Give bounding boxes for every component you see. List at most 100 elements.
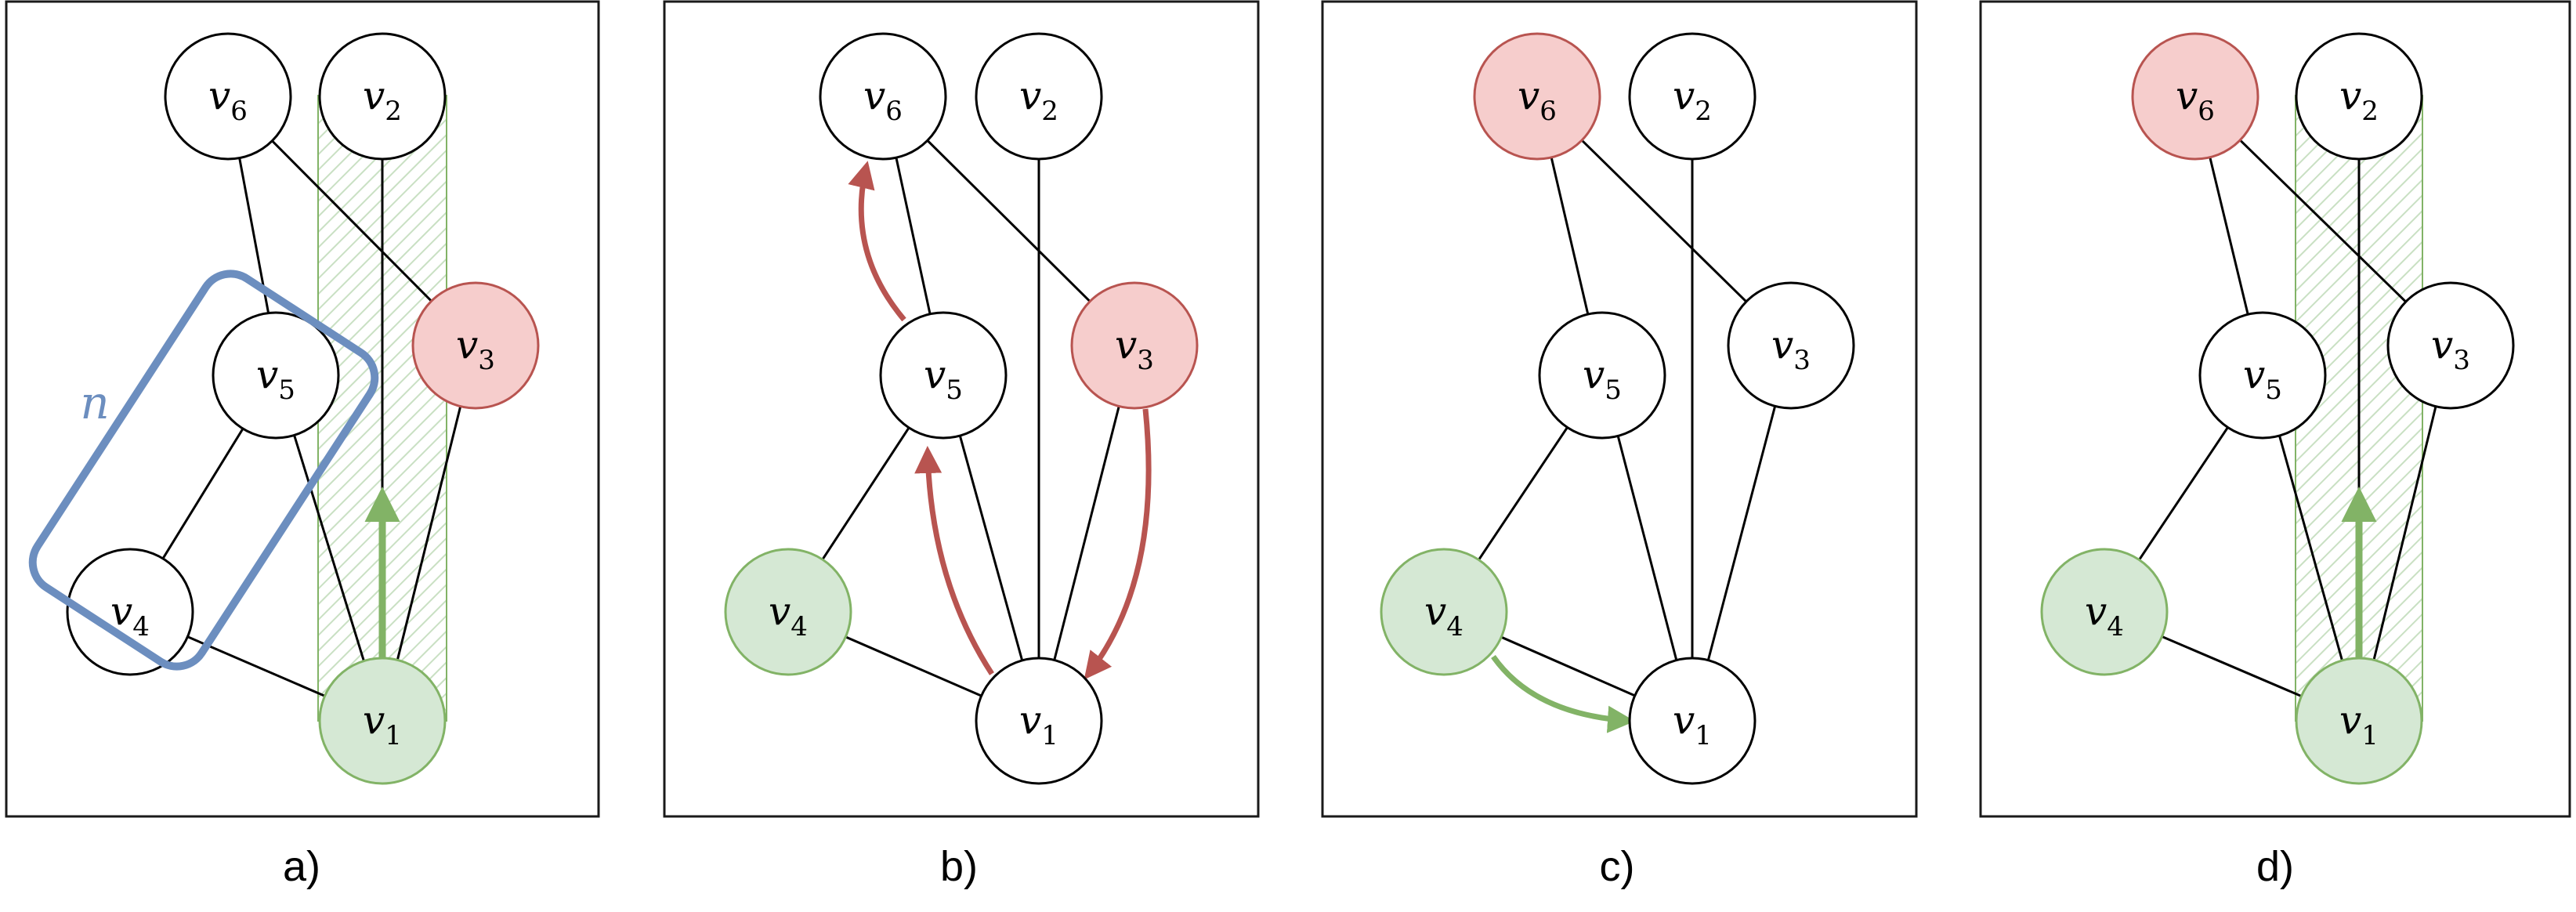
svg-text:v6: v6 [1518, 73, 1557, 127]
node-v5: v5 [212, 311, 340, 440]
node-label: v [2339, 697, 2361, 743]
node-subscript: 5 [2265, 375, 2282, 406]
svg-text:v2: v2 [1019, 73, 1058, 127]
node-label: v [1019, 73, 1041, 118]
node-label: v [2243, 352, 2265, 397]
node-v3: v3 [1070, 281, 1199, 410]
node-v2: v2 [1628, 32, 1757, 161]
node-subscript: 2 [385, 96, 402, 127]
node-v6: v6 [819, 32, 947, 161]
edge-v3-v1 [1037, 345, 1136, 722]
node-v5: v5 [879, 311, 1008, 440]
svg-text:v3: v3 [456, 322, 495, 376]
panel-d: v6 v2 v5 v3 v4 v1 [1979, 0, 2571, 818]
group-n-outline [28, 270, 379, 671]
node-subscript: 4 [132, 611, 150, 642]
node-subscript: 6 [230, 96, 248, 127]
node-subscript: 5 [1605, 375, 1622, 406]
svg-text:v5: v5 [2243, 352, 2282, 406]
node-label: v [110, 588, 132, 634]
node-v3: v3 [1727, 281, 1855, 410]
panel-c: v6 v2 v5 v3 v4 v1 [1321, 0, 1918, 818]
node-v2: v2 [975, 32, 1103, 161]
node-v5: v5 [1538, 311, 1666, 440]
panel-caption-d: d) [2256, 843, 2294, 890]
node-label: v [1673, 697, 1695, 743]
svg-text:v4: v4 [769, 588, 808, 642]
node-subscript: 6 [2198, 96, 2215, 127]
node-v3: v3 [411, 281, 540, 410]
svg-text:v3: v3 [1115, 322, 1154, 376]
node-v2: v2 [318, 32, 447, 161]
svg-text:v3: v3 [2431, 322, 2470, 376]
node-label: v [2431, 322, 2453, 367]
node-label: v [1583, 352, 1605, 397]
svg-text:v4: v4 [2085, 588, 2124, 642]
node-label: v [256, 352, 278, 397]
node-label: v [208, 73, 230, 118]
svg-text:v2: v2 [2339, 73, 2379, 127]
node-subscript: 1 [2361, 720, 2379, 751]
node-v1: v1 [975, 657, 1103, 785]
svg-text:v2: v2 [363, 73, 402, 127]
edge-v3-v1 [1691, 345, 1793, 722]
node-label: v [2085, 588, 2107, 634]
red-arrow-v5-to-v6 [848, 161, 906, 322]
node-label: v [1424, 588, 1446, 634]
node-v1: v1 [318, 657, 447, 785]
panel-a: v6 v2 v5 v3 v4 v1 n [5, 0, 600, 818]
node-subscript: 6 [885, 96, 903, 127]
svg-text:v6: v6 [2176, 73, 2215, 127]
node-v3: v3 [2386, 281, 2515, 410]
red-arrow-v1-to-v5 [914, 446, 994, 675]
node-label: v [1115, 322, 1137, 367]
node-subscript: 5 [946, 375, 963, 406]
node-v1: v1 [1628, 657, 1757, 785]
node-subscript: 1 [385, 720, 402, 751]
node-subscript: 3 [478, 345, 495, 376]
node-v4: v4 [1380, 548, 1508, 676]
node-label: v [769, 588, 791, 634]
node-v6: v6 [164, 32, 292, 161]
node-subscript: 6 [1539, 96, 1557, 127]
panel-caption-a: a) [283, 843, 320, 890]
svg-text:v5: v5 [256, 352, 295, 406]
node-subscript: 2 [2361, 96, 2379, 127]
node-subscript: 3 [1137, 345, 1154, 376]
svg-text:v3: v3 [1771, 322, 1811, 376]
svg-text:v1: v1 [363, 697, 402, 751]
node-subscript: 2 [1041, 96, 1058, 127]
node-label: v [1518, 73, 1539, 118]
panel-caption-b: b) [940, 843, 978, 890]
node-v5: v5 [2198, 311, 2327, 440]
node-v6: v6 [1473, 32, 1601, 161]
svg-text:v1: v1 [1673, 697, 1712, 751]
node-label: v [1673, 73, 1695, 118]
node-subscript: 4 [2107, 611, 2124, 642]
svg-text:v5: v5 [1583, 352, 1622, 406]
svg-text:v4: v4 [110, 588, 150, 642]
node-subscript: 5 [278, 375, 295, 406]
green-arrow-v4-to-v1 [1491, 654, 1635, 733]
svg-text:v1: v1 [2339, 697, 2379, 751]
node-v1: v1 [2295, 657, 2423, 785]
svg-text:v6: v6 [208, 73, 248, 127]
svg-text:v2: v2 [1673, 73, 1712, 127]
node-v2: v2 [2295, 32, 2423, 161]
node-subscript: 2 [1695, 96, 1712, 127]
node-label: v [1771, 322, 1793, 367]
svg-text:v5: v5 [924, 352, 963, 406]
node-label: v [1019, 697, 1041, 743]
node-v6: v6 [2131, 32, 2259, 161]
node-subscript: 3 [1793, 345, 1811, 376]
node-label: v [363, 697, 385, 743]
node-subscript: 1 [1695, 720, 1712, 751]
node-label: v [924, 352, 946, 397]
edge-v3-v1 [381, 345, 477, 722]
node-v4: v4 [66, 548, 194, 676]
node-label: v [363, 73, 385, 118]
node-label: v [863, 73, 885, 118]
red-arrow-v3-to-v1 [1084, 408, 1152, 680]
panel-b: v6 v2 v5 v3 v4 v1 [663, 0, 1260, 818]
